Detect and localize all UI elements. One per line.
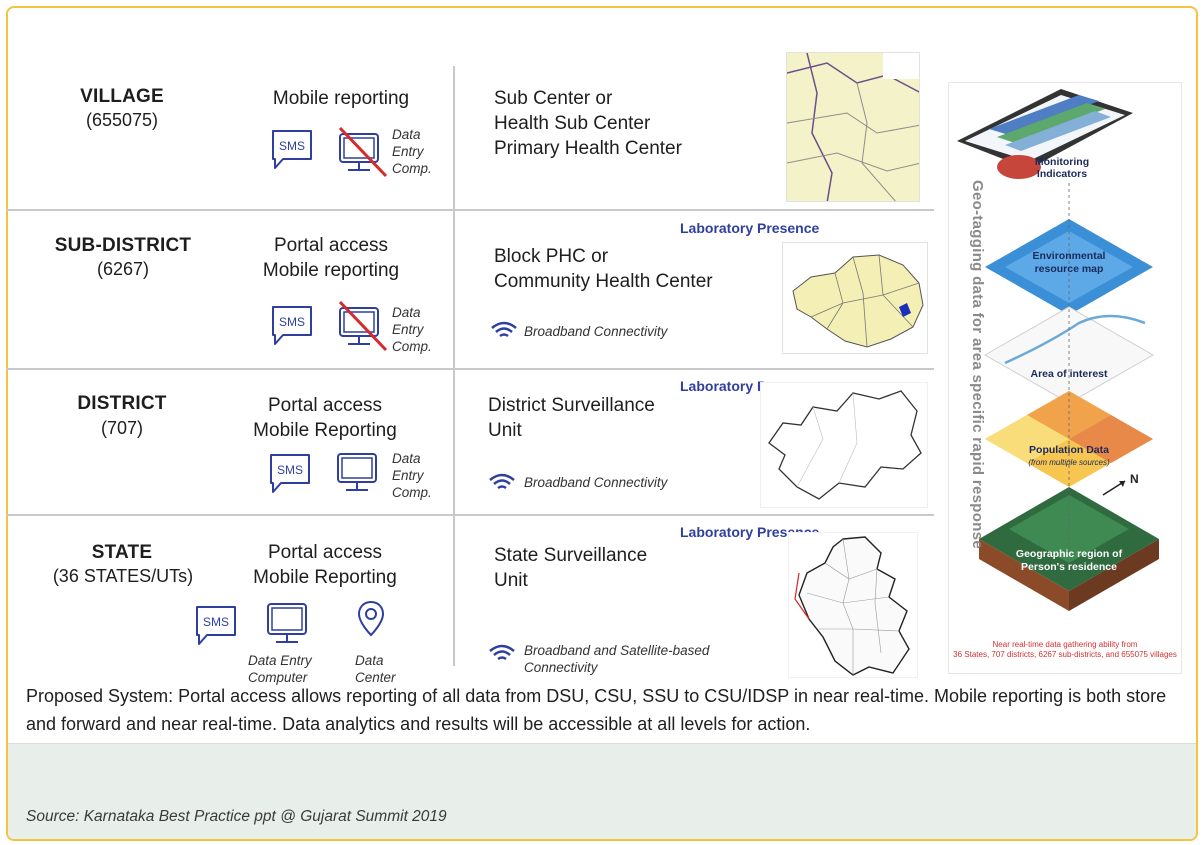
access-state: Portal access Mobile Reporting (253, 542, 397, 588)
level-name-state: STATE (91, 542, 153, 563)
broadband-label: Broadband Connectivity (524, 324, 668, 339)
district-map-image (760, 382, 928, 508)
laboratory-presence-label: Laboratory Presence (680, 220, 820, 236)
row-divider (6, 514, 934, 516)
access-line: Mobile reporting (272, 88, 410, 109)
wifi-icon (488, 643, 516, 663)
data-entry-label: Data Entry Comp. (392, 305, 432, 354)
layer-label: resource map (1034, 263, 1104, 275)
level-count-village: (655075) (85, 110, 159, 130)
facility-sub-district: Block PHC or Community Health Center (494, 246, 713, 292)
layer-label: Geographic region of (1015, 548, 1123, 560)
layer-sublabel: (from multiple sources) (1028, 458, 1110, 467)
access-district: Portal access Mobile Reporting (253, 395, 397, 441)
computer-icon (334, 446, 382, 498)
level-count-sub-district: (6267) (96, 259, 150, 279)
near-real-time-note: Near real-time data gathering ability fr… (953, 640, 1177, 659)
data-center-label: Data Center (355, 653, 396, 685)
state-map-image (788, 532, 918, 678)
source-citation: Source: Karnataka Best Practice ppt @ Gu… (26, 808, 447, 825)
proposed-system-caption: Proposed System: Portal access allows re… (26, 686, 1167, 734)
sms-icon: SMS (270, 128, 314, 172)
sub-district-map-image (782, 242, 928, 354)
computer-icon (264, 598, 312, 650)
geo-tagging-panel-image (948, 82, 1182, 674)
layer-label: Indicators (1036, 168, 1088, 180)
geo-tagging-vertical-text: Geo-tagging data for area specific rapid… (969, 180, 986, 549)
laboratory-presence-label: Laboratory Presence (680, 524, 820, 540)
sms-icon: SMS (268, 452, 312, 496)
column-divider (453, 66, 455, 666)
layer-label: Person's residence (1021, 561, 1117, 573)
svg-text:SMS: SMS (203, 615, 229, 629)
data-entry-label: Data Entry Comp. (392, 127, 432, 176)
wifi-icon (490, 320, 518, 340)
row-divider (6, 209, 934, 211)
level-count-district: (707) (100, 418, 144, 438)
row-divider (6, 368, 934, 370)
layer-label: Monitoring (1034, 156, 1090, 168)
svg-text:SMS: SMS (279, 139, 305, 153)
computer-crossed-icon (334, 298, 390, 354)
source-footer (8, 743, 1196, 839)
access-village: Mobile reporting (236, 86, 446, 111)
layer-label: Population Data (1029, 444, 1109, 456)
computer-crossed-icon (334, 124, 390, 180)
level-count-state: (36 STATES/UTs) (52, 566, 194, 586)
layer-label: Area of interest (1030, 368, 1108, 380)
sms-icon: SMS (194, 604, 238, 648)
village-map-image (786, 52, 920, 202)
level-name-sub-district: SUB-DISTRICT (54, 235, 192, 256)
data-entry-computer-label: Data Entry Computer (248, 653, 312, 685)
sms-icon: SMS (270, 304, 314, 348)
facility-village: Sub Center or Health Sub Center Primary … (494, 88, 682, 159)
svg-text:SMS: SMS (279, 315, 305, 329)
data-entry-label: Data Entry Comp. (392, 451, 432, 500)
broadband-label: Broadband Connectivity (524, 475, 668, 490)
location-pin-icon (356, 600, 386, 638)
wifi-icon (488, 472, 516, 492)
access-sub-district: Portal access Mobile reporting (262, 235, 400, 281)
facility-district: District Surveillance Unit (488, 395, 655, 441)
layer-label: Environmental (1032, 250, 1106, 262)
broadband-satellite-label: Broadband and Satellite-based Connectivi… (524, 643, 710, 675)
facility-state: State Surveillance Unit (494, 545, 648, 591)
level-name-district: DISTRICT (77, 393, 167, 414)
level-name-village: VILLAGE (80, 86, 164, 107)
north-arrow-label: N (1130, 472, 1139, 486)
svg-text:SMS: SMS (277, 463, 303, 477)
